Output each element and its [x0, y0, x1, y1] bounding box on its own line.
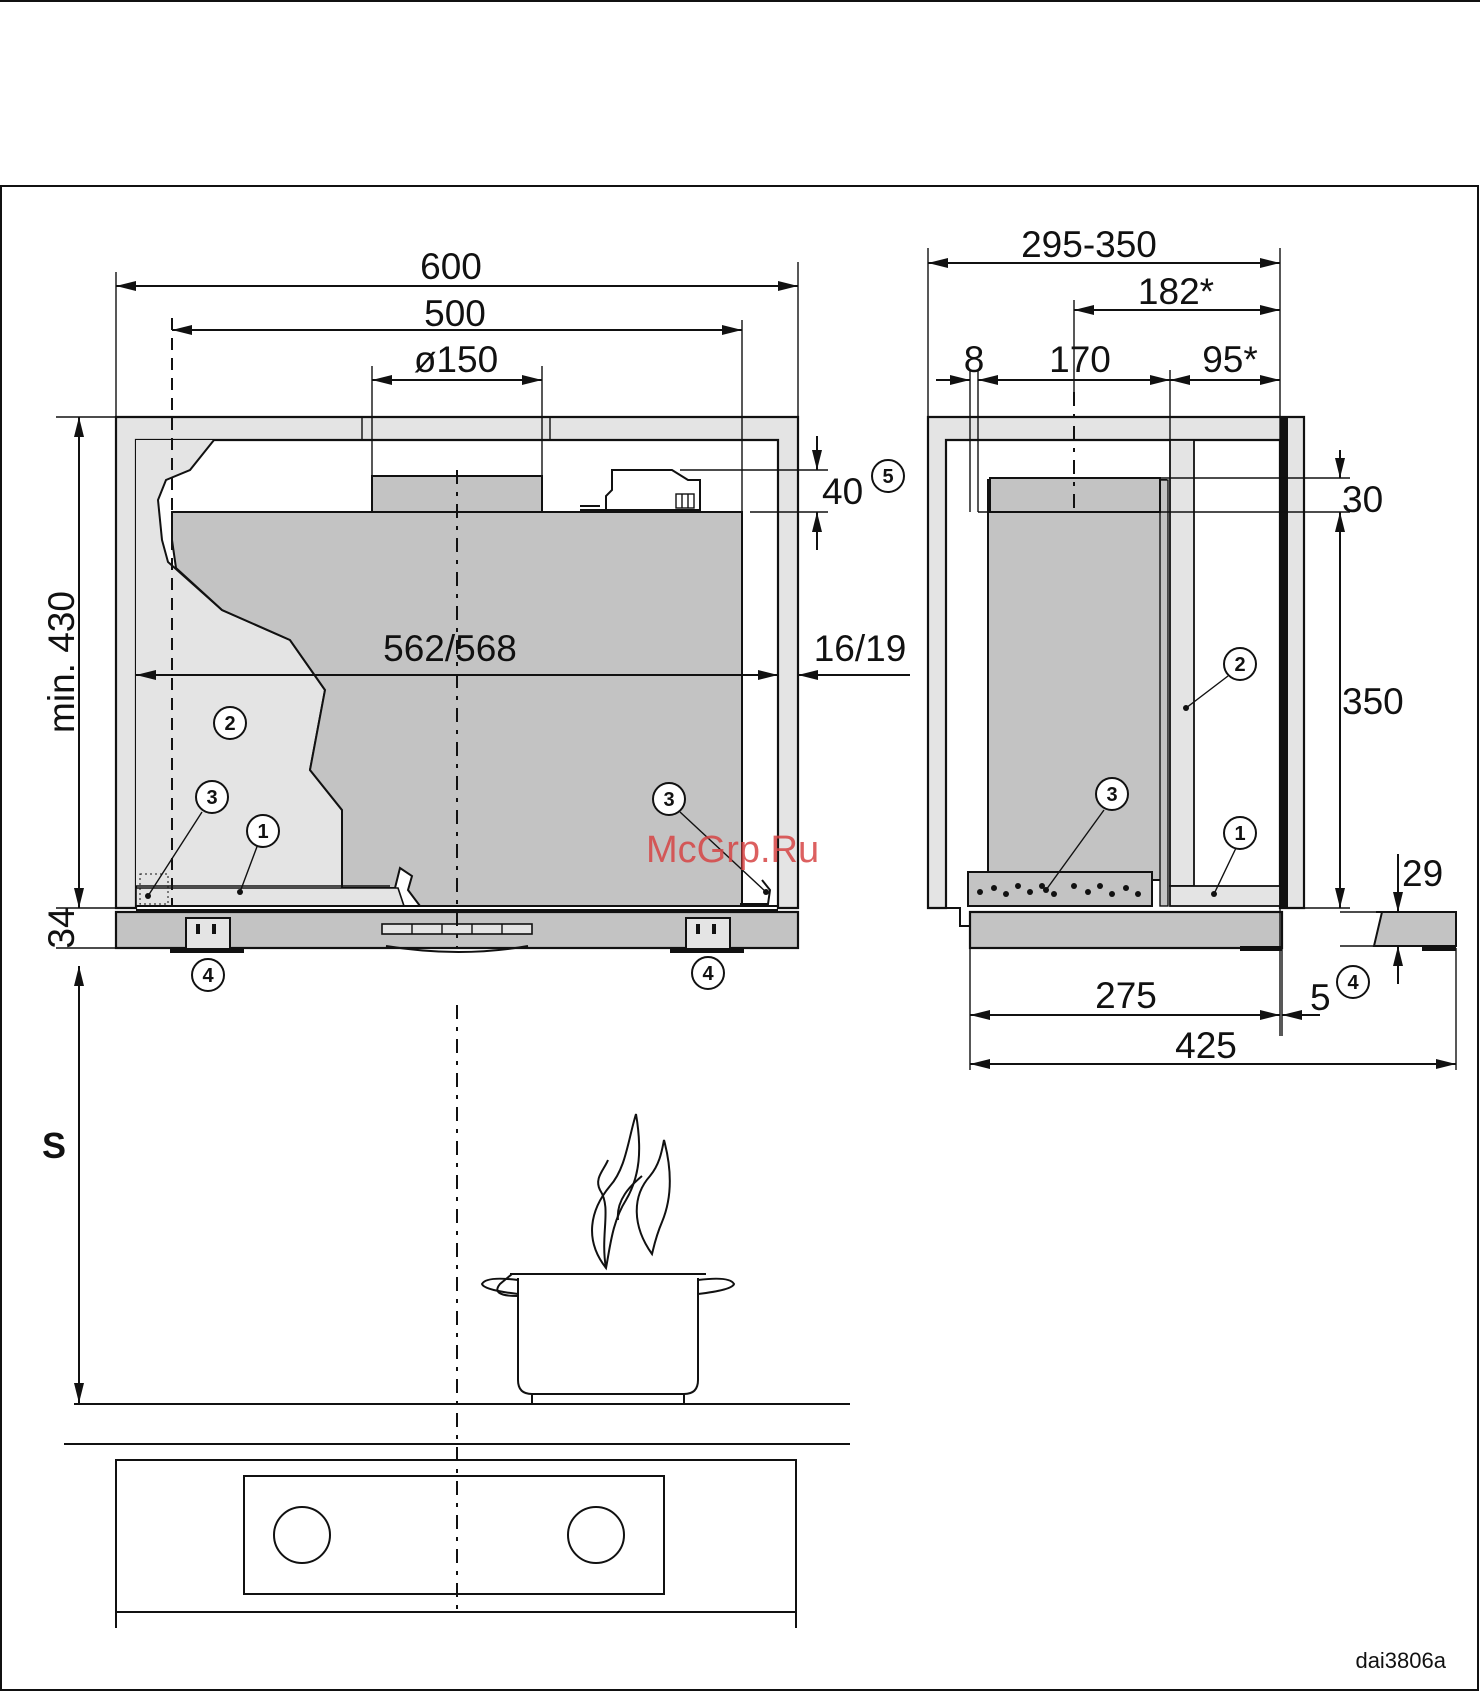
figure-code: dai3806a: [1355, 1648, 1446, 1673]
hob-glass: [244, 1476, 664, 1594]
callout-5: 5: [872, 460, 904, 492]
callout-3-side: 3: [1096, 778, 1128, 810]
dim-500: 500: [424, 293, 486, 334]
callout-1-side: 1: [1224, 817, 1256, 849]
callout-2-side: 2: [1224, 648, 1256, 680]
dim-min-430: min. 430: [41, 591, 82, 733]
callout-4-side: 4: [1337, 966, 1369, 998]
dim-170: 170: [1049, 339, 1111, 380]
dim-40: 40: [822, 471, 863, 512]
pot-body: [518, 1278, 698, 1394]
svg-text:2: 2: [1234, 654, 1245, 676]
dim-34: 34: [41, 907, 82, 948]
callout-1-front: 1: [247, 815, 279, 847]
front-view: 600 500 ø150 562/568 16/19 40 min. 430 3…: [41, 246, 910, 1615]
svg-text:5: 5: [882, 466, 893, 488]
svg-text:3: 3: [663, 789, 674, 811]
dim-8: 8: [964, 339, 985, 380]
burner-right: [568, 1507, 624, 1563]
svg-text:2: 2: [224, 713, 235, 735]
dim-95: 95*: [1202, 339, 1258, 380]
hood-body-side: [988, 480, 1166, 880]
svg-text:4: 4: [1347, 972, 1359, 994]
svg-text:4: 4: [202, 965, 214, 987]
dim-duct-diameter: ø150: [414, 339, 498, 380]
dim-562-568: 562/568: [383, 628, 517, 669]
dim-275: 275: [1095, 975, 1157, 1016]
svg-text:1: 1: [1234, 823, 1245, 845]
callout-3-front-left: 3: [196, 781, 228, 813]
dim-182: 182*: [1138, 271, 1214, 312]
dim-295-350: 295-350: [1021, 224, 1157, 265]
dim-425: 425: [1175, 1025, 1237, 1066]
hood-base-side: [970, 912, 1282, 948]
junction-box: [606, 470, 700, 510]
dim-5: 5: [1310, 977, 1331, 1018]
callout-2-front: 2: [214, 707, 246, 739]
svg-text:1: 1: [257, 821, 268, 843]
watermark: McGrp.Ru: [646, 829, 819, 871]
svg-text:4: 4: [702, 963, 714, 985]
burner-left: [274, 1507, 330, 1563]
safety-distance-label: S: [42, 1125, 66, 1166]
svg-text:3: 3: [206, 787, 217, 809]
side-view: 295-350 182* 8 170 95* 30 350 29 275 5 4…: [928, 224, 1456, 1070]
dim-16-19: 16/19: [814, 628, 907, 669]
side-rail: [1170, 440, 1194, 886]
svg-text:3: 3: [1106, 784, 1117, 806]
callout-4-front-left: 4: [192, 959, 224, 991]
flame-icon: [592, 1114, 639, 1268]
dim-30: 30: [1342, 479, 1383, 520]
dim-29: 29: [1402, 853, 1443, 894]
callout-4-front-right: 4: [692, 957, 724, 989]
dim-350: 350: [1342, 681, 1404, 722]
dim-600: 600: [420, 246, 482, 287]
callout-3-front-right: 3: [653, 783, 685, 815]
